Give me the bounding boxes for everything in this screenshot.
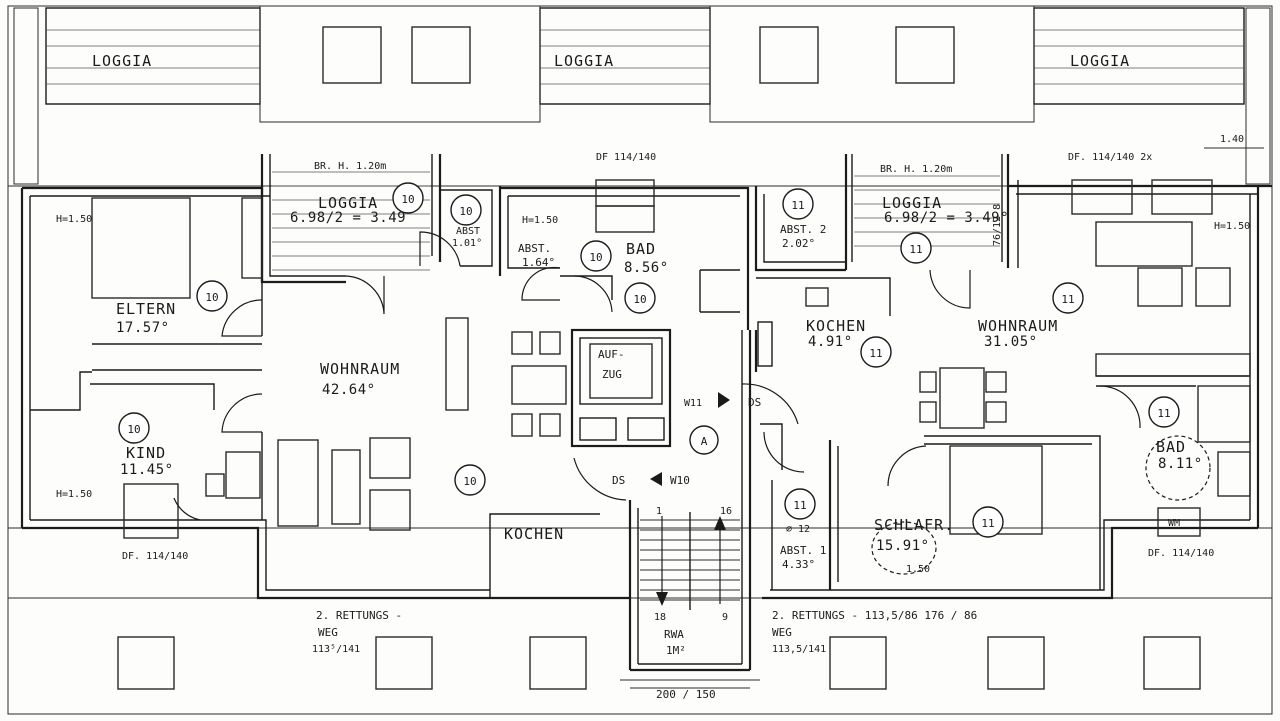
unit-number: 11 [981,517,994,530]
unit-number: 11 [793,499,806,512]
wohnraum-11-area: 31.05° [984,334,1038,350]
loggia-10-note: BR. H. 1.20m [314,161,386,172]
loggia-11-area: 6.98/2 = 3.49° [884,210,1009,226]
smoke-vent-label: 1M² [666,644,686,657]
stair-step-number: 1 [656,506,662,517]
stair-step-number: 16 [720,506,732,517]
unit-11-walls [754,154,1272,600]
wohnraum-11-name: WOHNRAUM [978,317,1058,335]
core-walls [489,328,760,681]
unit-11-labels: BR. H. 1.20m LOGGIA 6.98/2 = 3.49° ABST.… [772,134,1264,655]
roof-window-note: DF. 114/140 [1148,548,1214,559]
escape-route-size: 113,5/141 [772,644,826,655]
loggia-label: LOGGIA [554,52,614,70]
schlafr-area: 15.91° [876,538,930,554]
escape-route-size: 113⁵/141 [312,644,360,655]
arrow-right-icon [718,392,730,408]
unit-number: 10 [459,205,472,218]
abst-11a-name: ABST. 2 [780,223,826,236]
stair-step-number: 9 [722,612,728,623]
height-note: H=1.50 [56,214,92,225]
unit-10-labels: BR. H. 1.20m LOGGIA 6.98/2 = 3.49 ABST 1… [56,152,669,655]
height-note: H=1.50 [522,215,558,226]
abst-11b-name: ABST. 1 [780,544,826,557]
unit-10-markers: 10 10 10 10 10 10 10 [118,182,656,496]
unit-11-markers: 11 11 11 11 11 11 11 [782,188,1180,538]
unit-number: 10 [633,293,646,306]
height-note: H=1.50 [1214,221,1250,232]
loggia-10-name: LOGGIA [318,194,378,212]
loggia-11-name: LOGGIA [882,194,942,212]
door-swings [173,231,1141,521]
roof-window-note: DF 114/140 [596,152,656,163]
bed-dimension: 1.50 [906,564,930,575]
arrow-left-icon [650,472,662,486]
roof-window-note: DF. 114/140 [122,551,188,562]
unit-number: 10 [205,291,218,304]
kochen-11-name: KOCHEN [806,317,866,335]
dimension-note: 200 / 150 [656,688,716,701]
kochen-11-area: 4.91° [808,334,853,350]
unit-number: 11 [869,347,882,360]
kochen-10-name: KOCHEN [504,525,564,543]
eltern-area: 17.57° [116,320,170,336]
loggia-label: LOGGIA [92,52,152,70]
stair-step-number: 18 [654,612,666,623]
wohnraum-10-name: WOHNRAUM [320,360,400,378]
top-loggia-left: LOGGIA [45,7,261,105]
roof-window-note: DF. 114/140 2x [1068,152,1152,163]
loggia-11-note: BR. H. 1.20m [880,164,952,175]
unit-number: 10 [589,251,602,264]
unit-number: 11 [791,199,804,212]
top-loggia-right: LOGGIA [1033,7,1245,105]
unit-number: 11 [1157,407,1170,420]
abst-11b-area: 4.33° [782,558,815,571]
schlafr-name: SCHLAFR. [874,516,954,534]
abst-10b-name: ABST. [518,242,551,255]
door-label: DS [748,396,761,409]
door-label: W10 [670,474,690,487]
unit-number: 11 [1061,293,1074,306]
height-note: H=1.50 [56,489,92,500]
bad-11-area: 8.11° [1158,456,1203,472]
unit-number: 11 [909,243,922,256]
bad-11-name: BAD [1156,438,1186,456]
eltern-name: ELTERN [116,300,176,318]
kind-area: 11.45° [120,462,174,478]
kind-name: KIND [126,444,166,462]
loggia-10-area: 6.98/2 = 3.49 [290,210,406,226]
dimension-note: 76/12 8 [992,204,1003,246]
loggia-label: LOGGIA [1070,52,1130,70]
dormers-top [259,5,1035,123]
door-label: W11 [684,398,702,409]
escape-route-note: WEG [772,626,792,639]
abst-10a-name: ABST [456,226,480,237]
bad-10-name: BAD [626,240,656,258]
furniture [91,179,1251,690]
escape-route-note: 2. RETTUNGS - 113,5/86 176 / 86 [772,609,977,622]
unit-number: 10 [127,423,140,436]
abst-11a-area: 2.02° [782,237,815,250]
dimension-note: 1.40 [1220,134,1244,145]
escape-route-note: WEG [318,626,338,639]
smoke-vent-label: RWA [664,628,684,641]
abst-10b-area: 1.64° [522,256,555,269]
wohnraum-10-area: 42.64° [322,382,376,398]
unit-number: 10 [401,193,414,206]
bad-10-area: 8.56° [624,260,669,276]
abst-10a-area: 1.01° [452,238,482,249]
core-labels: AUF- ZUG A W11 DS DS W10 1 16 18 9 RWA 1… [598,348,761,701]
stair-marker: A [701,435,708,448]
diameter-note: ⌀ 12 [786,524,810,535]
escape-route-note: 2. RETTUNGS - [316,609,402,622]
elevator-label: AUF- [598,348,625,361]
door-label: DS [612,474,625,487]
building-outline [7,5,1273,715]
top-loggia-middle: LOGGIA [539,7,711,105]
elevator-label: ZUG [602,368,622,381]
unit-number: 10 [463,475,476,488]
washing-machine: WM [1168,518,1180,529]
